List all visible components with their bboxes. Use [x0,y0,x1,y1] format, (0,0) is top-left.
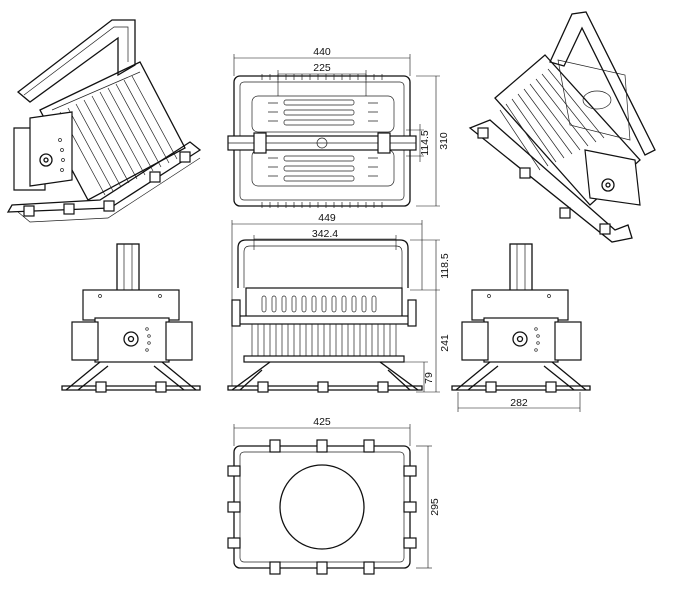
top-view: 440 225 310 114.5 [227,46,450,208]
dim-front-width-outer: 449 [318,212,336,224]
bottom-view: 425 295 [227,416,441,575]
dim-top-height-outer: 310 [438,132,450,150]
front-view: 449 342.4 118.5 241 79 [227,212,451,393]
side-view-right: 282 [451,243,591,412]
dim-front-base-height: 79 [423,372,435,384]
dim-front-body-height: 241 [439,334,451,352]
isometric-view-right [468,11,656,243]
dim-bottom-width: 425 [313,416,331,428]
isometric-view-left [6,19,202,223]
dim-side-width: 282 [510,397,528,409]
side-view-left [61,243,201,393]
dim-top-height-inner: 114.5 [419,130,431,156]
dim-top-width-inner: 225 [313,62,331,74]
dim-bottom-height: 295 [429,498,441,516]
dim-top-width-outer: 440 [313,46,331,58]
dim-front-bracket-height: 118.5 [439,253,451,279]
dim-front-width-inner: 342.4 [312,228,338,240]
